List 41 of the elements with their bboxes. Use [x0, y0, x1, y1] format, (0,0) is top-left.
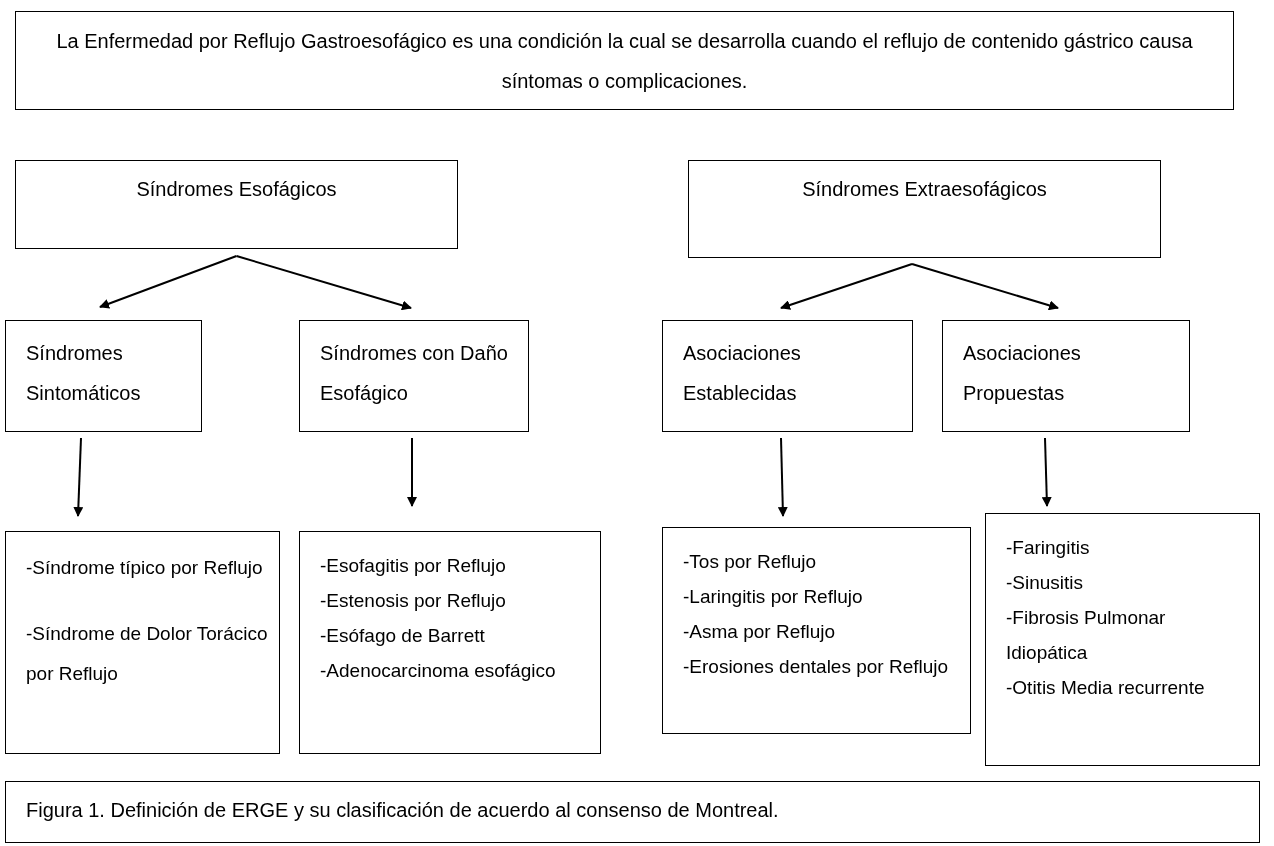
- list-item: -Síndrome de Dolor Torácico por Reflujo: [26, 622, 269, 686]
- list-item: -Otitis Media recurrente: [1006, 676, 1206, 700]
- list-item: -Estenosis por Reflujo: [320, 589, 507, 613]
- list-box: [662, 527, 971, 734]
- definition-box: [15, 11, 1234, 110]
- arrow: [407, 437, 417, 507]
- list-box: [5, 531, 280, 754]
- category-title: Síndromes Extraesofágicos: [802, 177, 1047, 202]
- subcategory-box: [299, 320, 529, 432]
- list-item: -Asma por Reflujo: [683, 620, 837, 644]
- subcategory-title: Síndromes con Daño Esofágico: [320, 341, 509, 406]
- definition-text: La Enfermedad por Reflujo Gastroesofágico es una condición la cual se desarrolla cuando el reflujo de contenido gástrico causa síntomas o complicaciones.: [55, 28, 1194, 94]
- arrow: [911, 263, 1059, 311]
- subcategory-box: [662, 320, 913, 432]
- list-item: -Adenocarcinoma esofágico: [320, 659, 557, 683]
- list-item: -Síndrome típico por Reflujo: [26, 556, 264, 580]
- subcategory-title: Asociaciones Propuestas: [963, 341, 1082, 406]
- arrow: [1041, 437, 1052, 507]
- caption: Figura 1. Definición de ERGE y su clasificación de acuerdo al consenso de Montreal.: [5, 781, 1260, 843]
- arrow: [235, 255, 412, 311]
- arrow: [777, 437, 788, 517]
- subcategory-title: Síndromes Sintomáticos: [26, 341, 142, 406]
- list-item: -Tos por Reflujo: [683, 550, 818, 574]
- list-item: -Sinusitis: [1006, 571, 1085, 595]
- list-item: -Faringitis: [1006, 536, 1091, 560]
- arrow: [73, 437, 84, 517]
- list-box: [299, 531, 601, 754]
- list-item: -Erosiones dentales por Reflujo: [683, 655, 950, 679]
- category-box: [688, 160, 1161, 258]
- list-item: -Esófago de Barrett: [320, 624, 486, 648]
- arrow: [780, 263, 913, 310]
- category-box: [15, 160, 458, 249]
- category-title: Síndromes Esofágicos: [136, 177, 337, 202]
- list-box: [985, 513, 1260, 766]
- list-item: -Fibrosis Pulmonar Idiopática: [1006, 606, 1167, 665]
- subcategory-box: [942, 320, 1190, 432]
- subcategory-title: Asociaciones Establecidas: [683, 341, 802, 406]
- subcategory-box: [5, 320, 202, 432]
- list-item: -Laringitis por Reflujo: [683, 585, 864, 609]
- arrow: [99, 255, 238, 309]
- list-item: -Esofagitis por Reflujo: [320, 554, 507, 578]
